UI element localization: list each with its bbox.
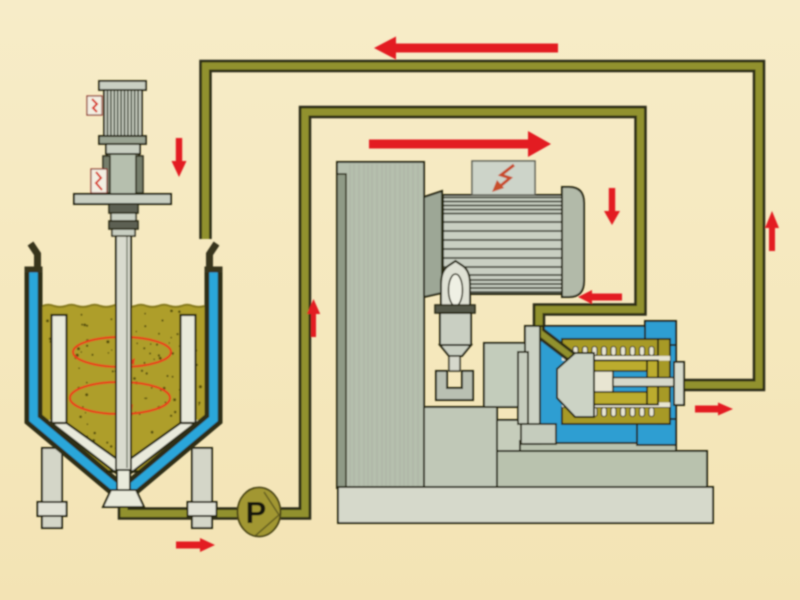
- svg-text:P: P: [246, 495, 267, 530]
